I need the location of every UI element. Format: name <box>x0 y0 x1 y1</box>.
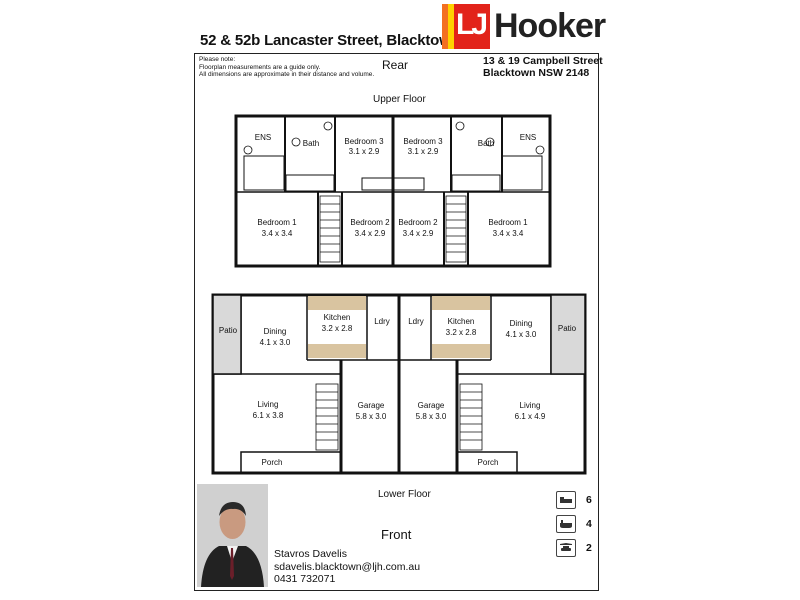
kitchen-bench-right <box>432 296 490 310</box>
agent-contact: Stavros Davelis sdavelis.blacktown@ljh.c… <box>274 548 420 586</box>
patio-left-area <box>212 294 242 375</box>
room-label: Patio <box>558 324 577 333</box>
room-label: Bedroom 2 <box>398 218 438 227</box>
room-dims: 4.1 x 3.0 <box>506 330 537 339</box>
note-line: Please note: <box>199 56 236 63</box>
lj-hooker-logo: LJ Hooker <box>442 4 608 49</box>
property-address-title: 52 & 52b Lancaster Street, Blacktown <box>200 32 460 49</box>
room-label: Porch <box>262 458 283 467</box>
agent-email[interactable]: sdavelis.blacktown@ljh.com.au <box>274 560 421 573</box>
bath-icon <box>556 515 576 533</box>
room-label: Bath <box>303 139 319 148</box>
office-address: 13 & 19 Campbell Street Blacktown NSW 21… <box>483 55 603 79</box>
car-icon <box>556 539 576 557</box>
room-label: Living <box>520 401 541 410</box>
room-label: Garage <box>418 401 445 410</box>
room-label: Ldry <box>408 317 424 326</box>
feature-bedrooms: 6 <box>556 491 592 509</box>
feature-bathrooms: 4 <box>556 515 592 533</box>
room-dims: 3.4 x 3.4 <box>262 229 293 238</box>
car-space-count: 2 <box>586 542 592 554</box>
room-label: Bedroom 1 <box>488 218 528 227</box>
room-dims: 3.2 x 2.8 <box>446 328 477 337</box>
patio-right-area <box>550 294 586 375</box>
lower-floor-label: Lower Floor <box>378 489 431 500</box>
office-address-line-1: 13 & 19 Campbell Street <box>483 55 603 67</box>
room-dims: 5.8 x 3.0 <box>416 412 447 421</box>
front-label: Front <box>381 527 412 542</box>
room-label: Bedroom 3 <box>403 137 443 146</box>
room-label: Dining <box>264 327 287 336</box>
room-dims: 6.1 x 3.8 <box>253 411 284 420</box>
bed-icon <box>556 491 576 509</box>
floorplan-frame <box>194 53 599 591</box>
logo-mark-text: LJ <box>456 8 488 41</box>
disclaimer-note: Please note: Floorplan measurements are … <box>199 56 399 79</box>
room-dims: 3.1 x 2.9 <box>408 147 439 156</box>
room-dims: 3.4 x 2.9 <box>403 229 434 238</box>
room-label: Bath <box>478 139 494 148</box>
agent-silhouette <box>197 484 268 587</box>
room-label: Bedroom 2 <box>350 218 390 227</box>
rear-label: Rear <box>382 58 409 72</box>
agent-name: Stavros Davelis <box>274 548 347 560</box>
bedroom-count: 6 <box>586 494 592 506</box>
room-label: Bedroom 1 <box>257 218 297 227</box>
upper-stairs-right <box>445 195 467 263</box>
room-dims: 3.4 x 3.4 <box>493 229 524 238</box>
kitchen-bench-left <box>308 296 366 310</box>
room-dims: 3.1 x 2.9 <box>349 147 380 156</box>
logo-mark: LJ <box>442 4 490 49</box>
agent-photo <box>197 484 268 587</box>
room-label: Living <box>258 400 279 409</box>
bathroom-count: 4 <box>586 518 592 530</box>
room-dims: 5.8 x 3.0 <box>356 412 387 421</box>
lower-stairs-right <box>459 383 483 451</box>
feature-car-spaces: 2 <box>556 539 592 557</box>
room-label: ENS <box>520 133 536 142</box>
room-label: ENS <box>255 133 271 142</box>
agent-phone[interactable]: 0431 732071 <box>274 573 336 585</box>
room-label: Dining <box>510 319 533 328</box>
logo-wordmark: Hooker <box>494 7 606 45</box>
room-label: Kitchen <box>324 313 351 322</box>
office-address-line-2: Blacktown NSW 2148 <box>483 67 590 79</box>
upper-floor-label: Upper Floor <box>373 94 426 105</box>
room-dims: 3.4 x 2.9 <box>355 229 386 238</box>
upper-stairs-left <box>319 195 341 263</box>
note-line: All dimensions are approximate in their … <box>199 71 375 78</box>
room-label: Kitchen <box>448 317 475 326</box>
room-label: Patio <box>219 326 238 335</box>
room-dims: 6.1 x 4.9 <box>515 412 546 421</box>
note-line: Floorplan measurements are a guide only. <box>199 63 321 71</box>
room-dims: 4.1 x 3.0 <box>260 338 291 347</box>
room-label: Garage <box>358 401 385 410</box>
room-label: Bedroom 3 <box>344 137 384 146</box>
room-dims: 3.2 x 2.8 <box>322 324 353 333</box>
room-label: Porch <box>478 458 499 467</box>
lower-stairs-left <box>315 383 339 451</box>
room-label: Ldry <box>374 317 390 326</box>
